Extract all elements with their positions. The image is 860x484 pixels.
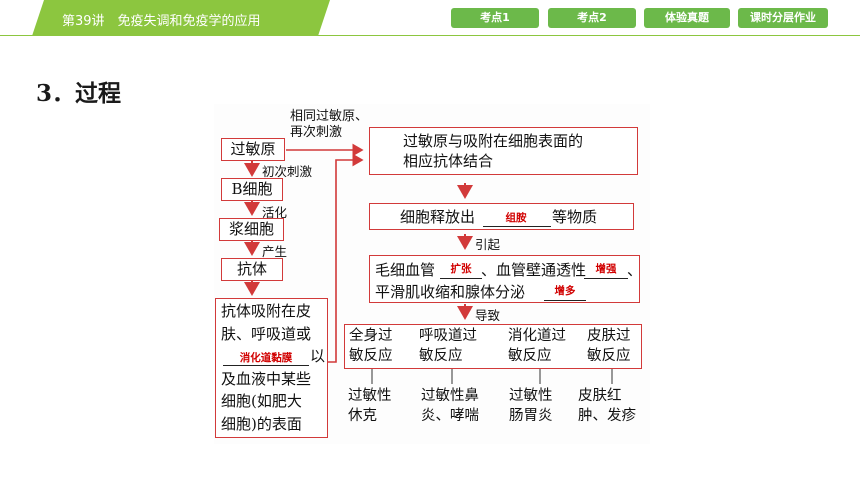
blank-underline <box>584 278 628 279</box>
adsorb-line-2: 肤、呼吸道或 <box>221 324 312 343</box>
blank-enhance: 增强 <box>595 263 617 275</box>
lecture-title: 第39讲 免疫失调和免疫学的应用 <box>62 14 261 29</box>
blank-dilate: 扩张 <box>450 263 472 275</box>
symptom-rhinitis: 过敏性鼻 炎、哮喘 <box>421 386 479 426</box>
reaction-digestive-l1: 消化道过 <box>508 328 566 344</box>
reaction-respiratory-l2: 敏反应 <box>419 348 463 364</box>
blank-digestive-mucosa: 消化道黏膜 <box>239 352 293 364</box>
plasma-cell-box: 浆细胞 <box>219 218 284 241</box>
tab-kaodian2[interactable]: 考点2 <box>548 8 636 28</box>
release-box: 细胞释放出 组胺 等物质 <box>369 203 634 230</box>
reaction-digestive-l2: 敏反应 <box>508 348 552 364</box>
adsorb-line-6: 细胞)的表面 <box>221 414 302 433</box>
binding-line-1: 过敏原与吸附在细胞表面的 <box>403 132 584 150</box>
tab-kaodian1[interactable]: 考点1 <box>451 8 539 28</box>
tab-zhenti[interactable]: 体验真题 <box>644 8 730 28</box>
symptom-shock-l1: 过敏性 <box>348 388 392 404</box>
blank-histamine: 组胺 <box>505 212 527 224</box>
blank-increase: 增多 <box>554 285 576 297</box>
effect-l1-post: 、 <box>627 261 643 279</box>
allergen-box: 过敏原 <box>221 138 285 161</box>
adsorb-line-4: 及血液中某些 <box>221 369 312 388</box>
b-cell-box: B细胞 <box>221 178 283 201</box>
reaction-skin-l1: 皮肤过 <box>587 328 631 344</box>
reaction-respiratory-l1: 呼吸道过 <box>419 328 477 344</box>
symptom-gastro-l2: 肠胃炎 <box>509 408 553 424</box>
effect-l1-mid: 、血管壁通透性 <box>481 261 587 279</box>
adsorb-line-5: 细胞(如肥大 <box>221 392 302 410</box>
blank-underline <box>440 278 482 279</box>
reaction-skin-l2: 敏反应 <box>587 348 631 364</box>
reaction-skin: 皮肤过 敏反应 <box>587 326 631 366</box>
label-produce: 产生 <box>262 244 288 259</box>
reexposure-line-1: 相同过敏原、 <box>290 109 369 124</box>
label-lead: 导致 <box>475 308 501 323</box>
label-cause: 引起 <box>475 237 501 252</box>
effect-l1-pre: 毛细血管 <box>375 261 436 279</box>
adsorb-yi: 以 <box>310 347 326 365</box>
blank-underline <box>223 365 309 366</box>
header-bar: 第39讲 免疫失调和免疫学的应用 考点1 考点2 体验真题 课时分层作业 <box>0 0 860 36</box>
symptom-rash: 皮肤红 肿、发疹 <box>578 386 636 426</box>
label-activation: 活化 <box>262 205 288 220</box>
symptom-rhinitis-l1: 过敏性鼻 <box>421 388 479 404</box>
reexposure-line-2: 再次刺激 <box>290 125 343 140</box>
release-pre: 细胞释放出 <box>400 208 476 226</box>
symptom-shock-l2: 休克 <box>348 408 377 424</box>
adsorb-line-3: 消化道黏膜 以 <box>221 345 327 368</box>
symptom-gastroenteritis: 过敏性 肠胃炎 <box>509 386 553 426</box>
reaction-respiratory: 呼吸道过 敏反应 <box>419 326 477 366</box>
symptom-shock: 过敏性 休克 <box>348 386 392 426</box>
reexposure-label: 相同过敏原、 再次刺激 <box>290 109 368 141</box>
section-title: 3．过程 <box>36 80 122 107</box>
reaction-systemic-l2: 敏反应 <box>349 348 393 364</box>
antibody-box: 抗体 <box>221 258 283 281</box>
symptom-rash-l1: 皮肤红 <box>578 388 622 404</box>
reaction-digestive: 消化道过 敏反应 <box>508 326 566 366</box>
blank-underline <box>483 226 551 227</box>
symptom-gastro-l1: 过敏性 <box>509 388 553 404</box>
effect-box: 毛细血管 扩张 、血管壁通透性 增强 、 平滑肌收缩和腺体分泌 增多 <box>369 255 643 303</box>
effect-l2-pre: 平滑肌收缩和腺体分泌 <box>375 283 526 301</box>
binding-line-2: 相应抗体结合 <box>403 152 494 170</box>
adsorb-box: 抗体吸附在皮 肤、呼吸道或 消化道黏膜 以 及血液中某些 细胞(如肥大 细胞)的… <box>215 298 328 438</box>
symptom-rhinitis-l2: 炎、哮喘 <box>421 408 479 424</box>
reaction-systemic: 全身过 敏反应 <box>349 326 393 366</box>
binding-box: 过敏原与吸附在细胞表面的 相应抗体结合 <box>369 127 638 175</box>
adsorb-line-1: 抗体吸附在皮 <box>221 302 312 320</box>
reaction-systemic-l1: 全身过 <box>349 328 393 344</box>
label-first-exposure: 初次刺激 <box>262 164 313 179</box>
tab-homework[interactable]: 课时分层作业 <box>738 8 828 28</box>
symptom-rash-l2: 肿、发疹 <box>578 408 636 424</box>
blank-underline <box>544 300 586 301</box>
reaction-types-box: 全身过 敏反应 呼吸道过 敏反应 消化道过 敏反应 皮肤过 敏反应 <box>344 324 642 369</box>
release-post: 等物质 <box>552 208 598 226</box>
